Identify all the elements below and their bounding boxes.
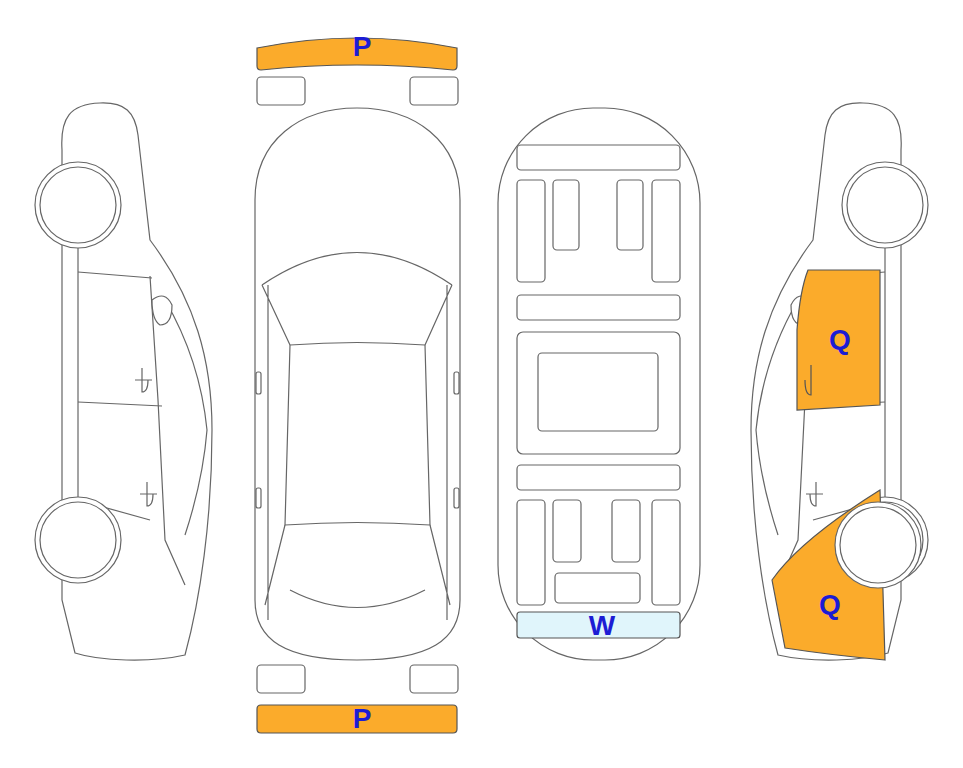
- underbody: [498, 108, 700, 660]
- under-panel: [517, 145, 680, 170]
- headlight: [410, 77, 458, 105]
- under-panel: [517, 295, 680, 320]
- under-panel: [553, 500, 581, 562]
- damage-code: P: [353, 33, 372, 61]
- wheel-rim: [840, 507, 916, 583]
- taillight: [257, 665, 305, 693]
- damage-code: P: [353, 705, 372, 733]
- under-panel: [612, 500, 640, 562]
- roof: [285, 343, 430, 526]
- under-panel: [538, 353, 658, 431]
- top-body: [255, 108, 460, 660]
- rear-panel: W: [512, 607, 685, 643]
- door-handle: [805, 365, 811, 395]
- front-bumper: P: [250, 26, 465, 74]
- under-panel: [652, 180, 680, 282]
- under-panel: [517, 465, 680, 490]
- mirror: [454, 372, 459, 394]
- taillight: [410, 665, 458, 693]
- right-side-view: [751, 103, 928, 660]
- under-panel: [617, 180, 643, 250]
- under-panel: [517, 332, 680, 454]
- panel-fill: [797, 270, 880, 410]
- damage-code: Q: [829, 326, 851, 354]
- damage-code: Q: [819, 591, 841, 619]
- damage-code: W: [589, 612, 615, 640]
- left-side-view: [35, 103, 212, 660]
- under-panel: [553, 180, 579, 250]
- under-panel: [555, 573, 640, 603]
- pillar-lines: [262, 285, 452, 620]
- wheel: [835, 502, 921, 588]
- handle: [454, 488, 459, 508]
- rear-quarter-panel: Q: [765, 485, 925, 665]
- under-panel: [652, 500, 680, 605]
- panel-fill: [257, 705, 457, 733]
- under-panel: [517, 500, 545, 605]
- rear-bumper: P: [252, 700, 462, 738]
- trunk-line: [290, 590, 425, 608]
- under-panel: [517, 180, 545, 282]
- hood-line: [262, 253, 452, 286]
- mirror: [256, 372, 261, 394]
- panel-shape: [765, 485, 925, 665]
- handle: [256, 488, 261, 508]
- headlight: [257, 77, 305, 105]
- door-panel: Q: [790, 265, 885, 415]
